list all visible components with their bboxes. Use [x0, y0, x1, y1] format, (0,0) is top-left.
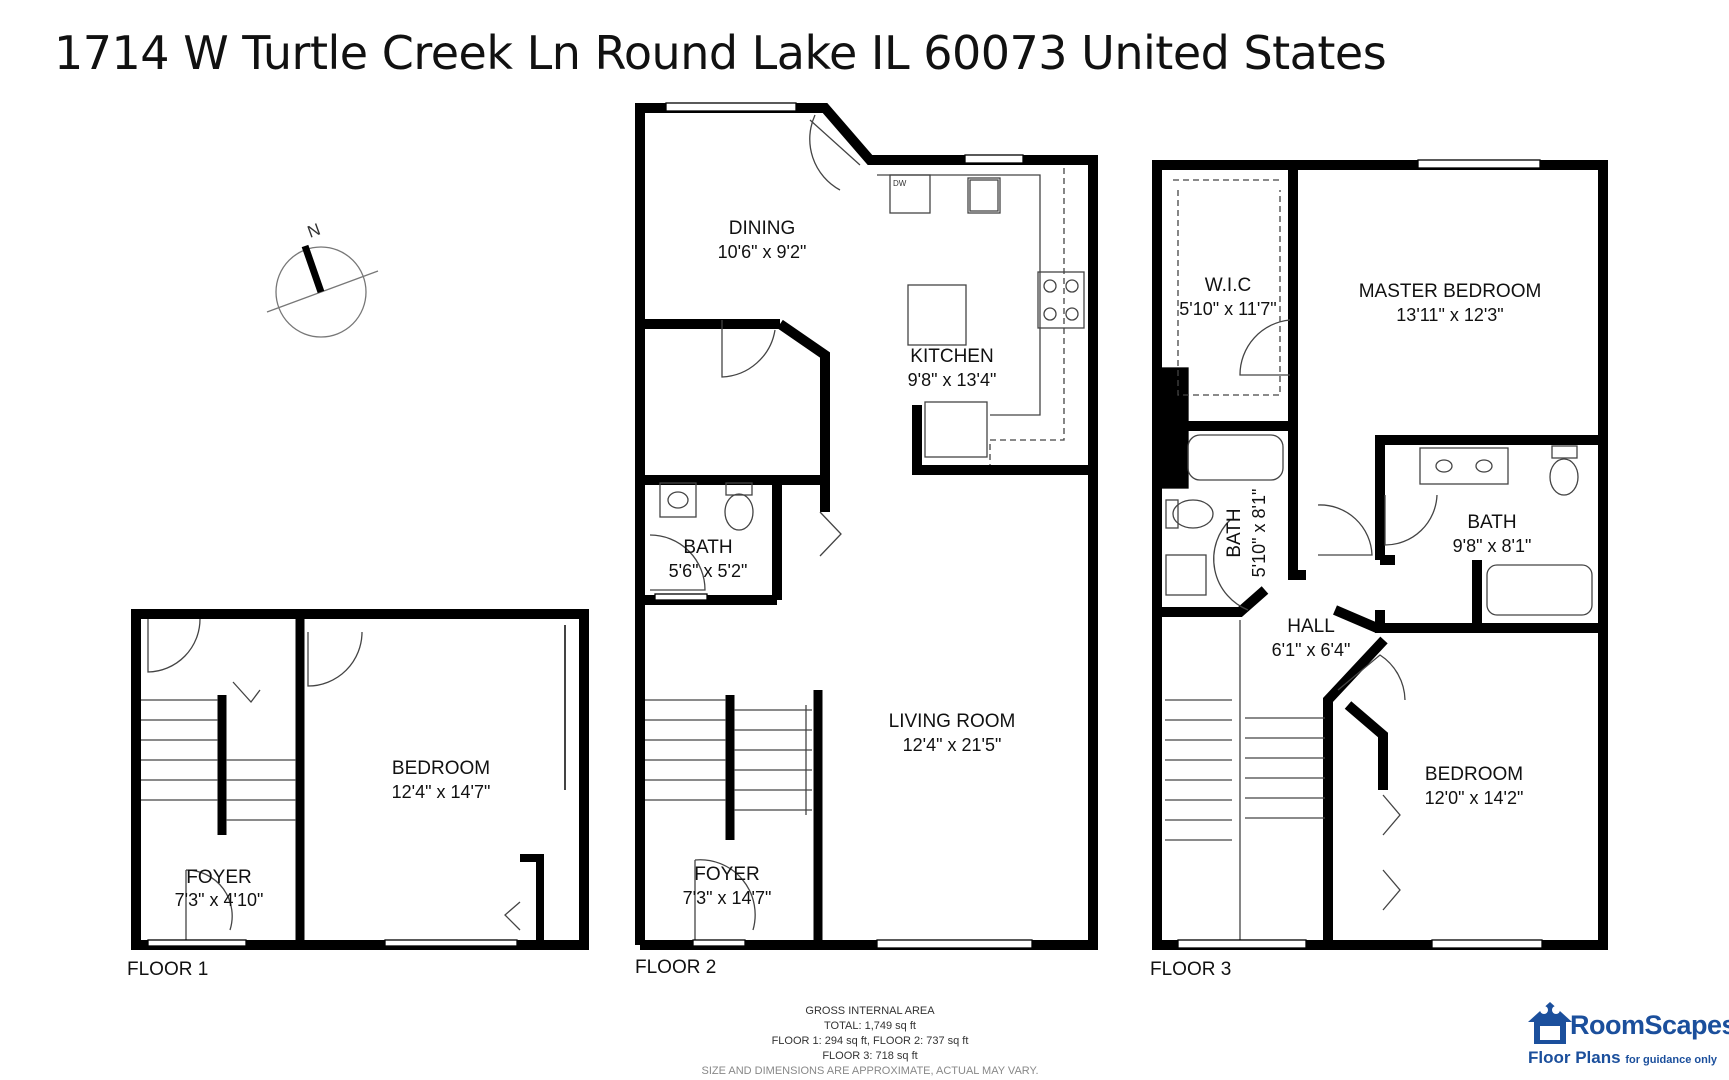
room-dims-f2-bath: 5'6" x 5'2" [669, 561, 748, 581]
room-name-f3-bath-small: BATH [1224, 508, 1245, 557]
floor-1-label: FLOOR 1 [127, 959, 208, 980]
floor-2-details: DW [645, 102, 1085, 949]
roomscapes-logo: RoomScapes Floor Plans for guidance only [1524, 992, 1729, 1076]
room-name-f2-kitchen: KITCHEN [910, 346, 993, 367]
room-name-f3-wic: W.I.C [1205, 275, 1251, 296]
room-dims-f3-bedroom: 12'0" x 14'2" [1425, 788, 1524, 808]
room-dims-f3-bath: 9'8" x 8'1" [1453, 536, 1532, 556]
room-name-f2-bath: BATH [683, 537, 732, 558]
room-name-f2-foyer: FOYER [694, 864, 759, 885]
floor-2-plan [635, 103, 1098, 950]
area-heading: GROSS INTERNAL AREA [805, 1005, 935, 1017]
room-name-f2-dining: DINING [729, 218, 796, 239]
floor-1-plan [131, 609, 589, 950]
room-name-f3-bedroom: BEDROOM [1425, 764, 1523, 785]
gross-internal-area: GROSS INTERNAL AREA TOTAL: 1,749 sq ft F… [700, 1004, 1040, 1079]
logo-line: Floor Plans [1528, 1048, 1621, 1067]
logo-brand-name: RoomScapes [1570, 1010, 1729, 1040]
logo-tagline: for guidance only [1625, 1054, 1717, 1066]
room-dims-f2-living-room: 12'4" x 21'5" [903, 735, 1002, 755]
floor-3-details [1161, 159, 1593, 949]
room-dims-f3-wic: 5'10" x 11'7" [1179, 299, 1276, 319]
room-name-f3-hall: HALL [1287, 616, 1335, 637]
room-name-f1-foyer: FOYER [186, 867, 251, 888]
area-floors-1-2: FLOOR 1: 294 sq ft, FLOOR 2: 737 sq ft [771, 1035, 969, 1047]
room-name-f2-living-room: LIVING ROOM [889, 711, 1016, 732]
area-disclaimer: SIZE AND DIMENSIONS ARE APPROXIMATE, ACT… [701, 1065, 1039, 1077]
floor-3-label: FLOOR 3 [1150, 959, 1231, 980]
room-dims-f3-bath-small: 5'10" x 8'1" [1249, 489, 1269, 578]
floor-2-label: FLOOR 2 [635, 957, 716, 978]
room-dims-f3-master-bedroom: 13'11" x 12'3" [1396, 305, 1503, 325]
room-dims-f2-dining: 10'6" x 9'2" [718, 242, 807, 262]
room-dims-f3-hall: 6'1" x 6'4" [1272, 640, 1351, 660]
roomscapes-logo-icon [1528, 1002, 1572, 1044]
room-name-f1-bedroom: BEDROOM [392, 758, 490, 779]
floor-1-details [141, 618, 566, 947]
room-dims-f2-foyer: 7'3" x 14'7" [683, 888, 772, 908]
compass-north-label: N [305, 220, 323, 242]
room-dims-f1-foyer: 7'3" x 4'10" [175, 890, 264, 910]
floor-3-plan [1152, 160, 1608, 950]
dishwasher-label: DW [893, 179, 907, 188]
room-dims-f2-kitchen: 9'8" x 13'4" [908, 370, 997, 390]
area-total: TOTAL: 1,749 sq ft [824, 1020, 916, 1032]
area-floor-3: FLOOR 3: 718 sq ft [822, 1050, 918, 1062]
room-name-f3-master-bedroom: MASTER BEDROOM [1359, 281, 1542, 302]
room-name-f3-bath: BATH [1467, 512, 1516, 533]
compass-icon: N [266, 220, 379, 338]
logo-subtitle: Floor Plans for guidance only [1528, 1048, 1717, 1068]
room-dims-f1-bedroom: 12'4" x 14'7" [392, 782, 491, 802]
page-title: 1714 W Turtle Creek Ln Round Lake IL 600… [54, 26, 1387, 80]
